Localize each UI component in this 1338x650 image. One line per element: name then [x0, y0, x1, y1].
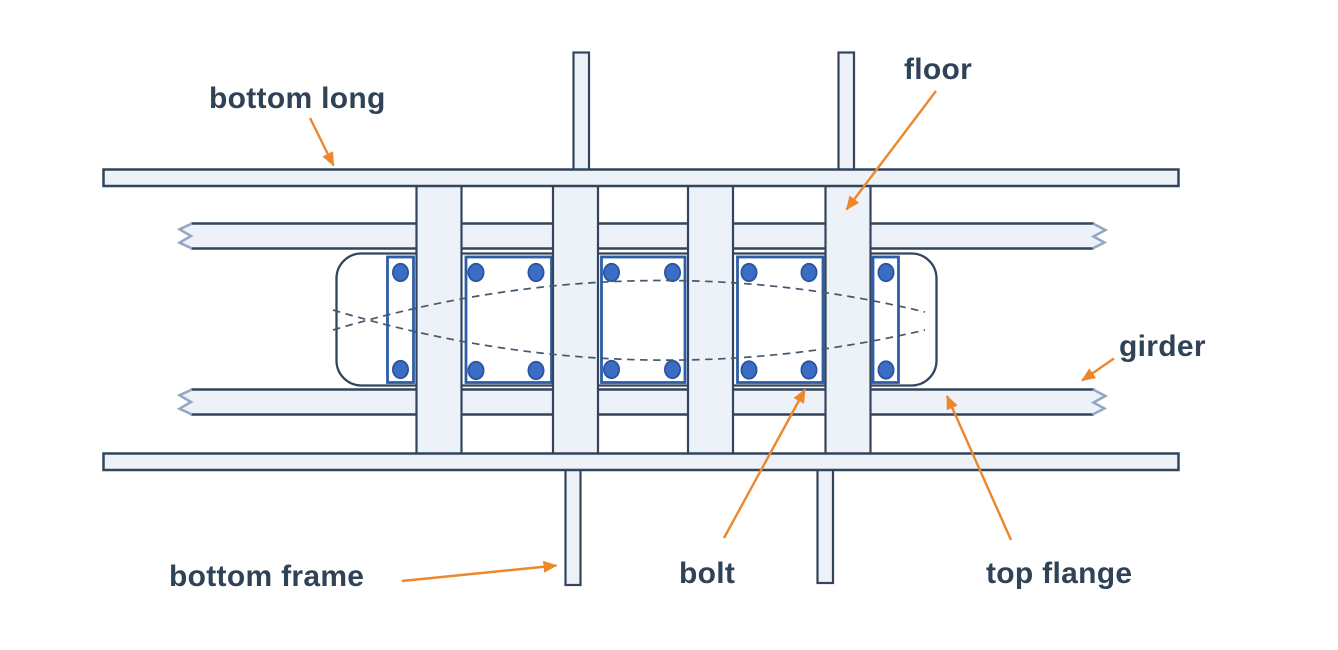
floor-beams	[415, 176, 872, 464]
bolt	[740, 360, 758, 380]
label-bottom-long: bottom long	[209, 82, 386, 115]
bolt	[391, 262, 409, 283]
frame-stub-bottom-right	[816, 458, 835, 585]
frame-stubs	[564, 51, 856, 587]
floor-beam	[686, 176, 735, 464]
bolt	[467, 360, 485, 381]
bolt	[740, 262, 758, 283]
frame-stub-top-left	[572, 51, 591, 184]
arrow-girder	[1081, 357, 1115, 382]
buckling-ellipse	[332, 279, 926, 361]
bottom-long-bar	[102, 168, 1180, 188]
arrow-floor	[845, 90, 937, 211]
bolt	[800, 360, 818, 380]
bolt	[603, 359, 621, 380]
floor-beam	[824, 176, 872, 464]
frame-stub-top-right	[837, 51, 856, 184]
bolt	[664, 262, 682, 283]
label-bottom-frame: bottom frame	[169, 560, 365, 593]
floor-beam	[415, 176, 463, 464]
floor-beam	[551, 176, 600, 464]
bolt	[527, 262, 545, 283]
bolt	[603, 262, 621, 283]
frame-stub-bottom-left	[564, 458, 582, 587]
bolt	[467, 262, 485, 283]
girder-top	[176, 222, 1109, 250]
bolt	[391, 359, 409, 380]
bolt	[877, 360, 895, 380]
label-girder: girder	[1119, 330, 1206, 363]
label-top-flange: top flange	[986, 557, 1133, 590]
bolt	[877, 262, 895, 283]
callout-arrows	[308, 90, 1115, 583]
label-floor: floor	[904, 53, 973, 86]
bolt	[664, 359, 682, 380]
label-bolt: bolt	[679, 557, 736, 590]
arrow-top-flange	[945, 395, 1013, 541]
bottom-frame-bar	[102, 452, 1180, 472]
bolt	[527, 360, 545, 381]
arrow-bolt	[722, 388, 807, 539]
bolt-group	[391, 262, 895, 381]
bolt	[800, 262, 818, 283]
arrow-bottom-long	[308, 117, 335, 167]
arrow-bottom-frame	[401, 560, 558, 583]
girder-bottom	[176, 388, 1109, 416]
